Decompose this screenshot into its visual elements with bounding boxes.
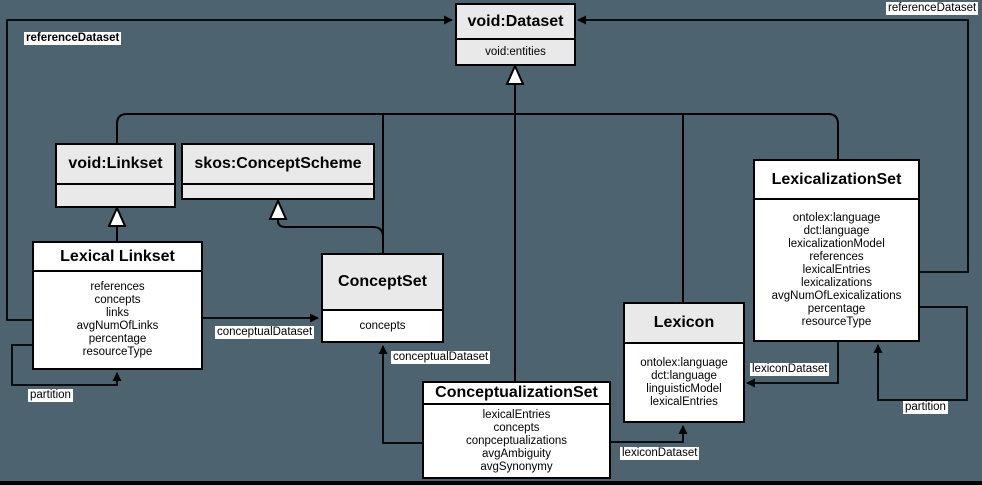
class-title: void:Linkset (57, 145, 174, 185)
class-attribute: percentage (88, 333, 147, 345)
edge-partition-left[interactable] (11, 344, 122, 386)
class-attribute: lexicalEntries (482, 408, 551, 421)
edge-label-conceptual-dataset-center[interactable]: conceptualDataset (391, 351, 491, 364)
class-attribute: ontolex:language (792, 211, 881, 224)
class-attribute: void:entities (485, 45, 546, 58)
class-attribute: references (809, 250, 864, 263)
class-attribute: avgNumOfLinks (76, 320, 159, 332)
generalization-triangle-void-dataset (505, 63, 525, 85)
class-attribute: percentage (807, 302, 866, 315)
class-title: ConceptualizationSet (424, 383, 609, 405)
class-attributes: void:entities (457, 40, 574, 64)
class-attribute: resourceType (801, 315, 872, 328)
class-skos-conceptscheme[interactable]: skos:ConceptScheme (181, 143, 375, 200)
class-title: LexicalizationSet (755, 161, 918, 200)
bottom-window-edge (0, 481, 982, 485)
class-attribute: concepts (359, 319, 406, 332)
class-attribute: conpceptualizations (465, 434, 567, 447)
class-conceptset[interactable]: ConceptSet concepts (321, 253, 444, 343)
generalization-triangle-void-linkset (107, 205, 127, 227)
edge-label-conceptual-dataset-left[interactable]: conceptualDataset (215, 326, 315, 339)
class-attribute: linguisticModel (646, 382, 722, 395)
class-void-linkset[interactable]: void:Linkset (55, 143, 176, 208)
edge-label-partition-right[interactable]: partition (903, 401, 948, 414)
class-attribute: dct:language (651, 369, 717, 382)
class-attribute: avgNumOfLexicalizations (771, 289, 902, 302)
class-title: skos:ConceptScheme (183, 145, 373, 185)
edge-partition-right[interactable] (873, 306, 968, 401)
class-attribute: avgAmbiguity (481, 447, 552, 460)
edge-label-lexicon-dataset-bottom[interactable]: lexiconDataset (620, 447, 700, 460)
class-attribute: ontolex:language (640, 356, 728, 369)
edge-label-partition-left[interactable]: partition (28, 389, 73, 402)
edge-label-reference-dataset-left[interactable]: referenceDataset (24, 32, 122, 45)
class-attribute: dct:language (803, 224, 870, 237)
generalization-triangle-skos-conceptscheme (268, 198, 288, 220)
class-attributes: concepts (323, 311, 442, 341)
class-attribute: references (90, 281, 145, 293)
edge-label-lexicon-dataset-right[interactable]: lexiconDataset (750, 363, 830, 376)
class-attribute: resourceType (82, 346, 153, 358)
class-attribute: lexicalEntries (802, 263, 871, 276)
class-title: void:Dataset (457, 5, 574, 40)
edge-lexicon-dataset-right[interactable] (746, 342, 839, 388)
class-attributes (183, 185, 373, 198)
class-attribute: concepts (94, 294, 141, 306)
class-title: Lexical Linkset (34, 243, 201, 272)
class-attribute: lexicalEntries (650, 395, 718, 408)
edge-reference-dataset-left[interactable] (6, 15, 453, 321)
edge-label-reference-dataset-right[interactable]: referenceDataset (886, 2, 979, 15)
class-title: ConceptSet (323, 255, 442, 311)
class-attribute: lexicalizationModel (788, 237, 885, 250)
class-attributes (57, 185, 174, 206)
edge-conceptual-dataset-center[interactable] (378, 345, 422, 444)
class-attribute: lexicalizations (801, 276, 872, 289)
class-attribute: links (105, 307, 129, 319)
edge-reference-dataset-right[interactable] (577, 15, 969, 273)
edge-generalization-skos[interactable] (277, 219, 384, 253)
class-attribute: concepts (493, 421, 540, 434)
class-attribute: avgSynonymy (480, 460, 553, 473)
edge-lexicon-dataset-bottom[interactable] (610, 425, 688, 443)
edge-generalization-bus[interactable] (116, 113, 839, 159)
class-void-dataset[interactable]: void:Dataset void:entities (455, 3, 576, 66)
class-title: Lexicon (625, 304, 743, 344)
